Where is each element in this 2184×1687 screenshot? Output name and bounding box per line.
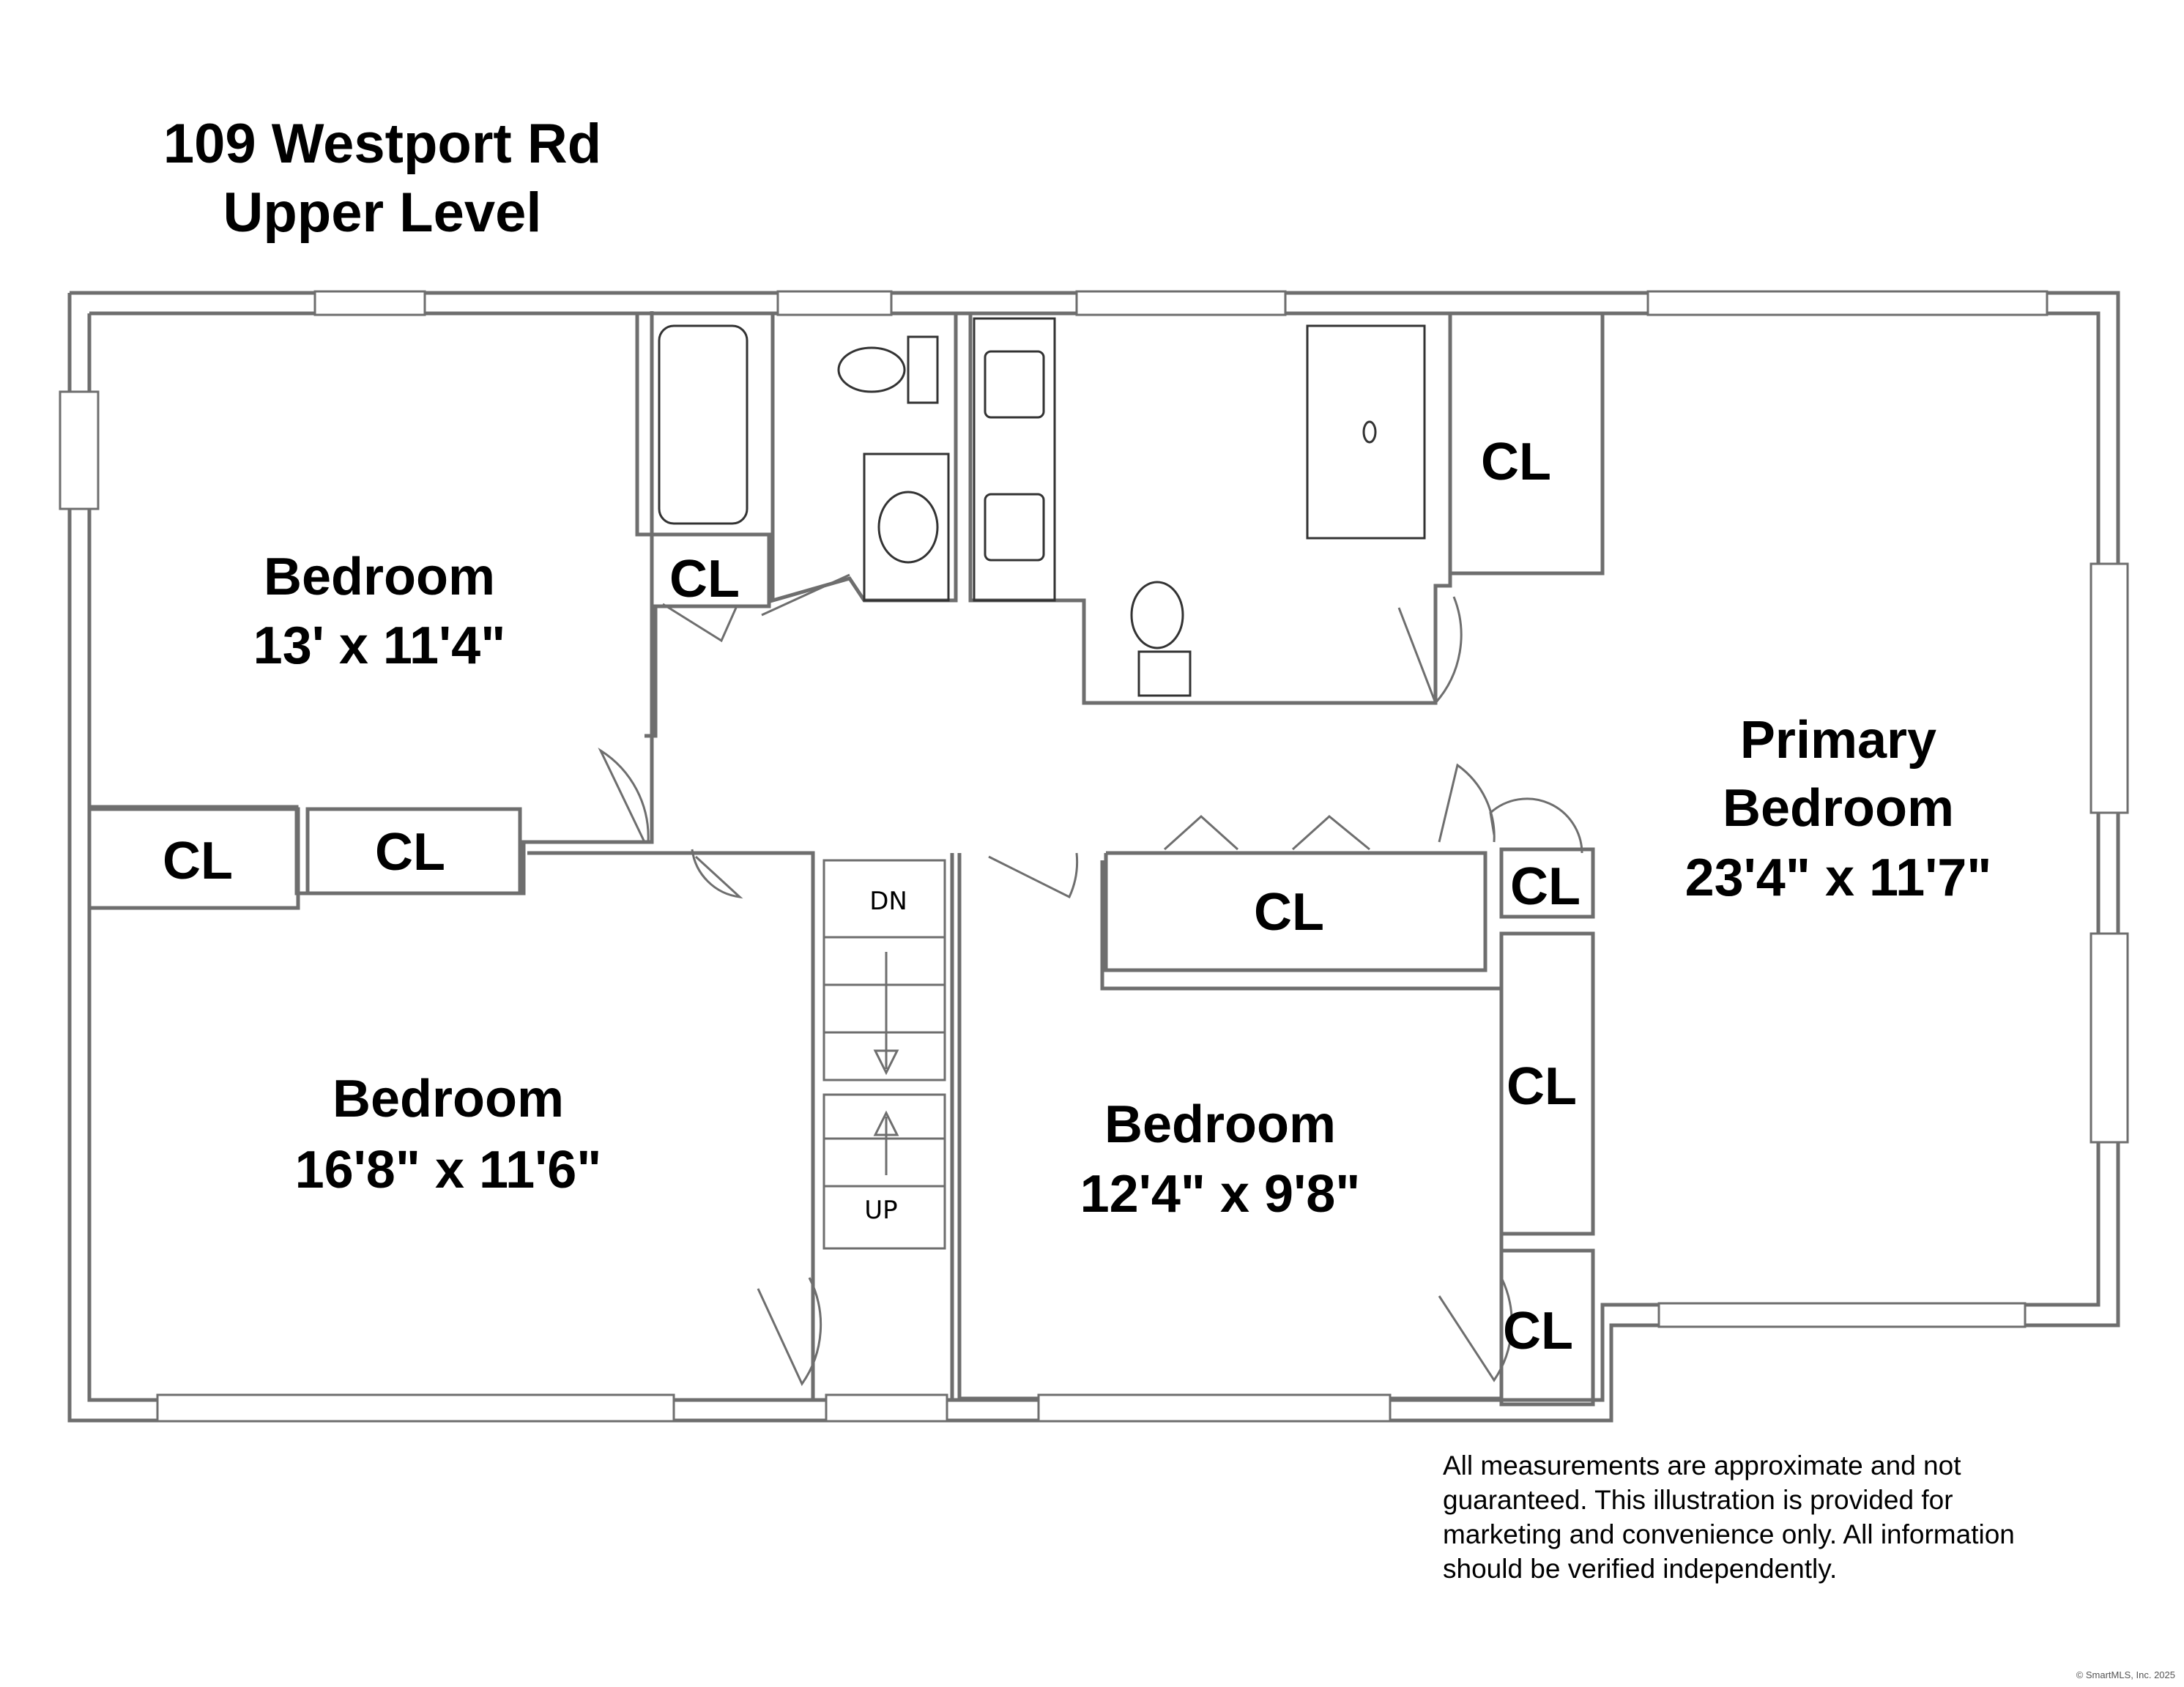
window [156, 1393, 675, 1423]
address-title: 109 Westport Rd [163, 113, 602, 175]
sink [984, 350, 1045, 419]
wall-closet-primary-1 [1499, 847, 1595, 919]
closet-label: CL [1254, 883, 1324, 942]
closet-label: CL [163, 832, 233, 890]
window [2090, 932, 2129, 1144]
closet-label: CL [1503, 1302, 1573, 1360]
stairs-up-label: UP [864, 1196, 897, 1225]
window [1646, 290, 2049, 316]
disclaimer: All measurements are approximate and not… [1443, 1448, 2102, 1586]
wall-closet-primary-3 [1499, 1248, 1595, 1407]
plan-title: 109 Westport Rd Upper Level [148, 110, 617, 247]
sink [877, 491, 939, 564]
toilet-tank [907, 335, 939, 404]
vanity [863, 453, 950, 602]
closet-label: CL [1507, 1057, 1577, 1116]
room-size-bedroom-s: 12'4" x 9'8" [1080, 1165, 1361, 1224]
exterior-wall [67, 291, 2120, 1423]
door-swing [1489, 797, 1583, 854]
closet-label: CL [1510, 857, 1581, 916]
wall-closet-master-top [1448, 311, 1605, 576]
stair-arrow-head [873, 1049, 899, 1076]
door-swing [598, 747, 650, 843]
closet-label: CL [1481, 433, 1551, 491]
window [1037, 1393, 1392, 1423]
toilet [837, 346, 906, 393]
double-vanity [973, 317, 1056, 602]
doors [598, 573, 1583, 1386]
toilet [1130, 581, 1184, 649]
closet-label: CL [375, 823, 445, 882]
shower-drain [1362, 420, 1377, 444]
room-name-primary-2: Bedroom [1723, 779, 1954, 838]
room-name-bedroom-sw: Bedroom [333, 1070, 564, 1128]
exterior-wall-inner [87, 311, 2101, 1402]
sink [984, 493, 1045, 562]
window [776, 290, 893, 316]
windows [59, 290, 2129, 1423]
toilet-tank [1137, 650, 1192, 697]
room-size-bedroom-nw: 13' x 11'4" [253, 617, 506, 675]
window [1075, 290, 1287, 316]
disclaimer-line: All measurements are approximate and not [1443, 1450, 1961, 1481]
door-swing [691, 849, 743, 899]
disclaimer-line: should be verified independently. [1443, 1554, 1838, 1584]
window [59, 390, 100, 510]
door-swing [1397, 596, 1463, 705]
stair-upper [822, 859, 946, 1081]
bifold-door [1163, 814, 1239, 851]
door-swing [757, 1277, 822, 1386]
room-name-bedroom-s: Bedroom [1104, 1095, 1336, 1154]
shower [1306, 324, 1426, 540]
window [313, 290, 426, 316]
closet-label: CL [669, 550, 740, 608]
door-swing [761, 573, 850, 617]
stairs-down-label: DN [869, 887, 907, 916]
stair-arrow-head [873, 1110, 899, 1136]
fixtures [658, 317, 1426, 697]
room-size-bedroom-sw: 16'8" x 11'6" [295, 1141, 602, 1199]
disclaimer-line: guaranteed. This illustration is provide… [1443, 1485, 1953, 1515]
window [1657, 1302, 2027, 1328]
bathtub [658, 324, 749, 525]
wall-hall-south [527, 851, 815, 1389]
stair-lower [822, 1093, 946, 1250]
wall-bath-main [770, 313, 958, 603]
room-size-primary: 23'4" x 11'7" [1685, 849, 1992, 907]
room-name-primary-1: Primary [1740, 711, 1936, 770]
level-title: Upper Level [223, 182, 542, 244]
wall-closet-west-1 [87, 807, 300, 910]
window [2090, 562, 2129, 814]
bifold-door [1291, 815, 1370, 851]
wall-bath-west [635, 313, 771, 738]
staircase [822, 859, 946, 1250]
wall-bath-master [968, 313, 1452, 705]
copyright: © SmartMLS, Inc. 2025 [2076, 1669, 2175, 1680]
door-swing [1438, 1277, 1513, 1382]
wall-bedroom-nw [89, 311, 654, 895]
door-swing [662, 603, 738, 643]
disclaimer-line: marketing and convenience only. All info… [1443, 1519, 2015, 1549]
wall-closet-primary-2 [1499, 931, 1595, 1236]
wall-closet-hall [1104, 851, 1487, 972]
door-swing [988, 852, 1079, 899]
door-swing [1438, 763, 1496, 843]
room-name-bedroom-nw: Bedroom [264, 548, 495, 606]
window [825, 1393, 948, 1423]
wall-closet-west-2 [305, 807, 522, 895]
